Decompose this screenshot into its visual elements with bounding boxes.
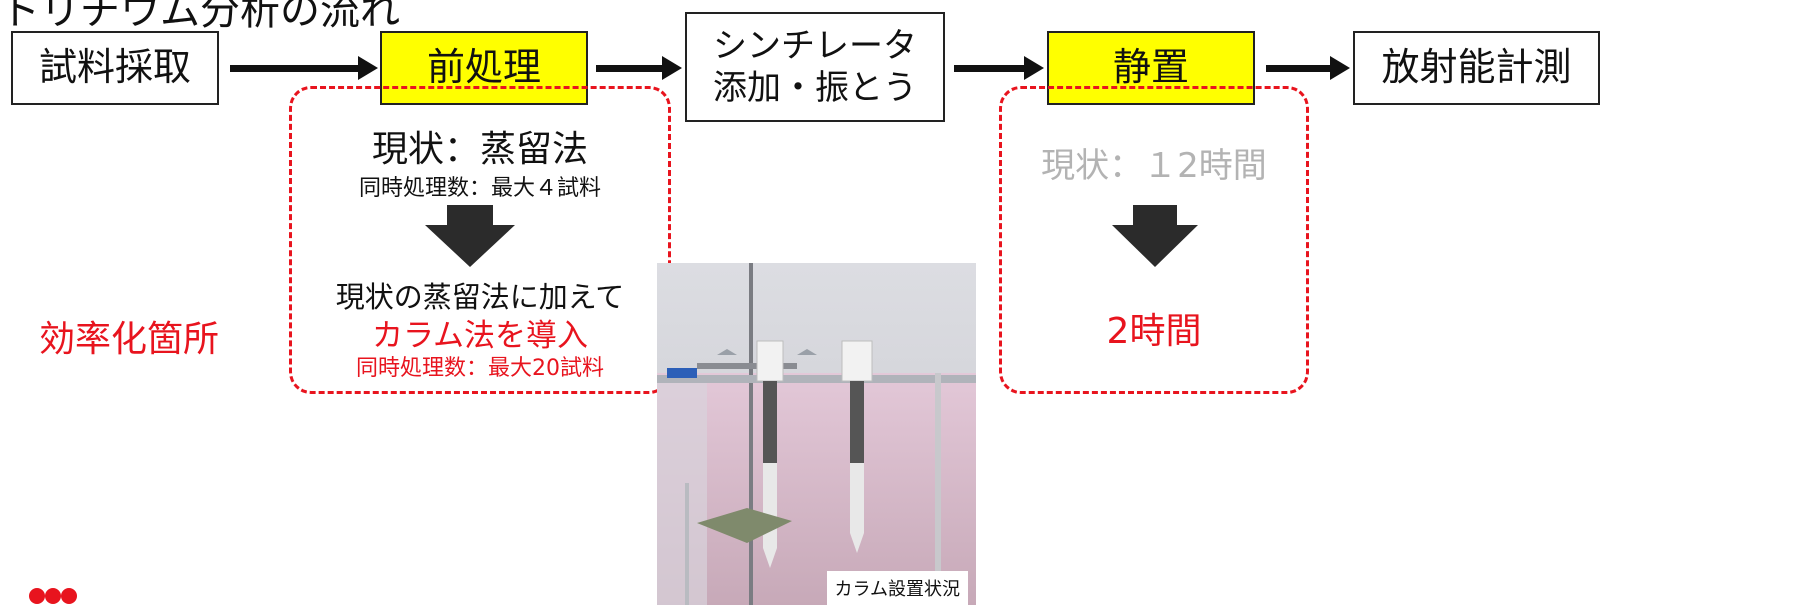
- step-label: 放射能計測: [1381, 45, 1572, 90]
- step-label-line1: シンチレータ: [713, 25, 917, 66]
- photo-caption: カラム設置状況: [826, 571, 968, 605]
- pretreatment-new-line1: 現状の蒸留法に加えて: [335, 280, 625, 314]
- efficiency-label: 効率化箇所: [39, 319, 220, 360]
- standing-detail-box: [999, 86, 1309, 394]
- pretreatment-current-heading: 現状：蒸留法: [371, 129, 588, 170]
- flow-arrow: [954, 56, 1044, 80]
- step-radioactivity-measurement: 放射能計測: [1353, 31, 1600, 105]
- step-label-line2: 添加・振とう: [713, 68, 917, 108]
- step-label: 試料採取: [38, 45, 191, 90]
- down-arrow-icon: [425, 205, 515, 267]
- column-setup-illustration: [657, 263, 976, 605]
- pretreatment-new-method: カラム法を導入: [371, 318, 589, 354]
- standing-new: 2時間: [1106, 311, 1202, 352]
- page-title: トリチウム分析の流れ: [0, 0, 400, 34]
- step-standing: 静置: [1047, 31, 1255, 105]
- column-setup-photo: カラム設置状況: [657, 263, 976, 605]
- flow-arrow: [596, 56, 682, 80]
- pretreatment-current-capacity: 同時処理数：最大４試料: [358, 176, 601, 201]
- pretreatment-new-capacity: 同時処理数：最大20試料: [356, 356, 604, 381]
- step-pretreatment: 前処理: [380, 31, 588, 105]
- step-label: 前処理: [426, 45, 541, 90]
- standing-current: 現状：１2時間: [1041, 146, 1267, 186]
- company-logo-icon: [29, 588, 77, 604]
- pretreatment-detail-box: [289, 86, 671, 394]
- down-arrow-icon: [1112, 205, 1198, 267]
- step-label: 静置: [1112, 45, 1189, 90]
- flow-arrow: [230, 56, 378, 80]
- flow-arrow: [1266, 56, 1350, 80]
- step-sample-collection: 試料採取: [11, 31, 219, 105]
- step-scintillator-addition: シンチレータ 添加・振とう: [685, 12, 945, 122]
